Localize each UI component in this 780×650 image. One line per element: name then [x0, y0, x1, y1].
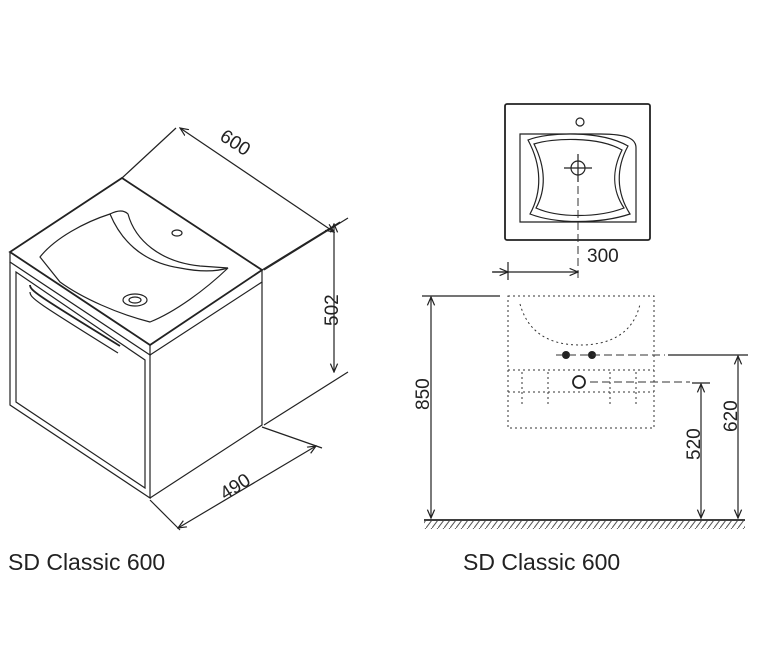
basin-bowl [39, 213, 229, 323]
dim-depth-label: 490 [217, 470, 255, 505]
dim-total-height-label: 850 [413, 378, 434, 410]
drawer-front [15, 270, 146, 490]
drain-hole [122, 293, 148, 307]
front-elevation-cabinet [507, 295, 690, 429]
plan-view-basin [504, 103, 651, 280]
height-dimensions: 850 620 520 [413, 295, 748, 518]
dim-offset-label: 300 [587, 246, 619, 267]
waste-outlet [572, 375, 586, 389]
dim-outlet-height-label: 520 [684, 428, 705, 460]
floor-line [424, 519, 745, 529]
isometric-cabinet-view: 600 502 490 SD Classic 600 [8, 126, 349, 575]
right-caption: SD Classic 600 [463, 549, 620, 575]
plan-tap-hole [575, 117, 585, 127]
cabinet-top-surface [8, 176, 264, 347]
dim-inlet-height-label: 620 [721, 400, 742, 432]
water-inlet-left [562, 351, 570, 359]
left-caption: SD Classic 600 [8, 549, 165, 575]
dim-offset-group: 300 [492, 246, 619, 280]
plan-bowl [527, 133, 631, 223]
dim-height-label: 502 [322, 294, 343, 326]
tap-hole [171, 229, 183, 237]
cabinet-front [9, 262, 151, 500]
drawer-handle [29, 284, 121, 347]
